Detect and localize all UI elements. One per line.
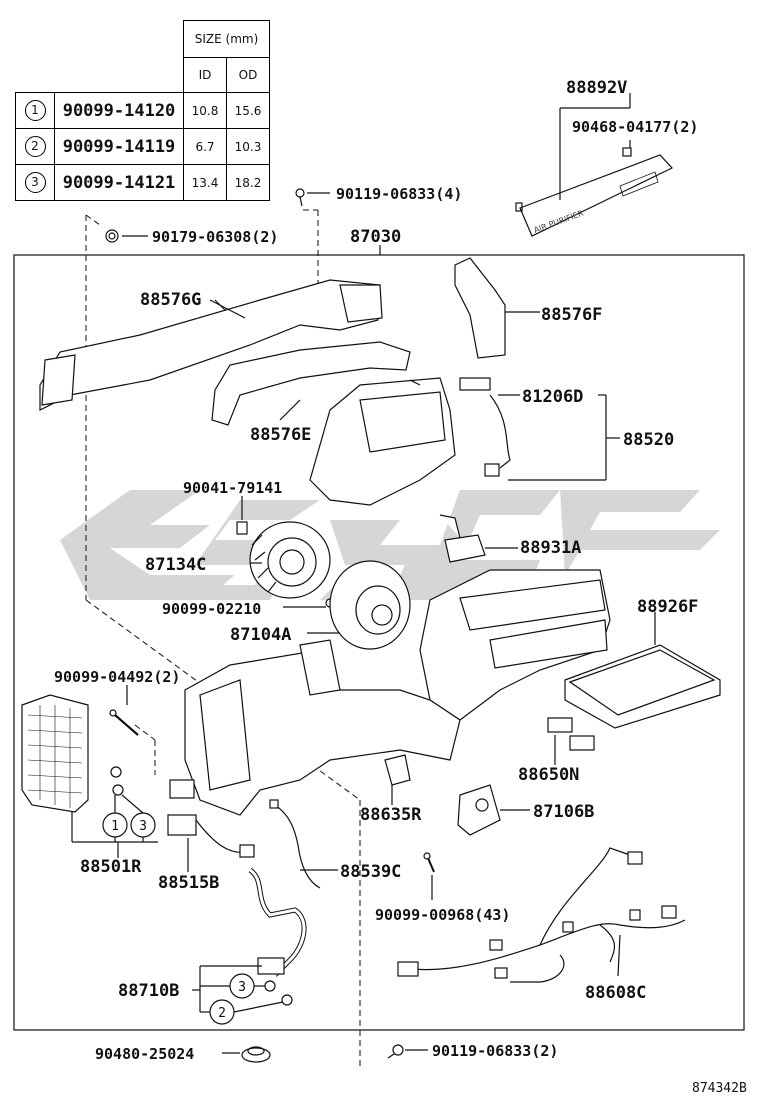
screw-icon xyxy=(109,709,139,736)
label-90041-79141: 90041-79141 xyxy=(183,479,282,497)
label-87030: 87030 xyxy=(350,227,401,247)
id-header: ID xyxy=(183,57,227,93)
label-90179-06308: 90179-06308(2) xyxy=(152,228,278,246)
label-90099-02210: 90099-02210 xyxy=(162,600,261,618)
label-90480-25024: 90480-25024 xyxy=(95,1045,194,1063)
label-88650N: 88650N xyxy=(518,765,579,785)
blower-case xyxy=(419,569,611,721)
id-value: 13.4 xyxy=(183,164,227,201)
mark-badge: 1 xyxy=(24,100,46,121)
label-90099-04492: 90099-04492(2) xyxy=(54,668,180,686)
clip-icon xyxy=(236,521,248,535)
label-88576G: 88576G xyxy=(140,290,201,310)
label-87134C: 87134C xyxy=(145,555,206,575)
label-87106B: 87106B xyxy=(533,802,594,822)
label-88501R: 88501R xyxy=(80,857,142,877)
label-88710B: 88710B xyxy=(118,981,179,1001)
resistor-88931A xyxy=(439,514,486,563)
label-88539C: 88539C xyxy=(340,862,401,882)
duct-88576G xyxy=(39,279,383,411)
mark-badge: 3 xyxy=(24,172,46,193)
mark-badge: 2 xyxy=(24,136,46,157)
label-90468-04177: 90468-04177(2) xyxy=(572,118,698,136)
size-header: SIZE (mm) xyxy=(183,20,270,58)
connector-88650N xyxy=(547,717,595,751)
marker-label-3: 3 xyxy=(139,819,147,834)
marker-label-1: 1 xyxy=(111,819,119,834)
marker-label-3b: 3 xyxy=(238,980,246,995)
sensor-wire-88539C xyxy=(269,799,321,889)
bolt-icon xyxy=(295,188,305,207)
label-88576E: 88576E xyxy=(250,425,311,445)
reference-number: 874342B xyxy=(692,1081,747,1096)
table-row: 3 90099-14121 13.4 18.2 xyxy=(15,164,270,201)
label-90119-06833-top: 90119-06833(4) xyxy=(336,185,462,203)
od-value: 10.3 xyxy=(226,128,270,165)
marker-label-2: 2 xyxy=(218,1006,226,1021)
grommet-icon xyxy=(241,1046,271,1063)
size-table: SIZE (mm) ID OD 1 90099-14120 10.8 15.6 … xyxy=(15,20,270,201)
label-88892V: 88892V xyxy=(566,78,627,98)
label-88926F: 88926F xyxy=(637,597,698,617)
label-90119-06833-bottom: 90119-06833(2) xyxy=(432,1042,558,1060)
label-81206D: 81206D xyxy=(522,387,583,407)
sensor-81206D xyxy=(459,377,511,477)
actuator-88635R xyxy=(384,754,411,786)
od-value: 18.2 xyxy=(226,164,270,201)
motor-87104A xyxy=(329,560,411,650)
label-90099-00968: 90099-00968(43) xyxy=(375,906,510,924)
heater-unit xyxy=(184,639,461,816)
fan-87134C xyxy=(249,521,331,599)
table-row: 1 90099-14120 10.8 15.6 xyxy=(15,92,270,129)
label-88931A: 88931A xyxy=(520,538,581,558)
upper-case-88520 xyxy=(309,377,456,506)
pipe-88710B xyxy=(248,867,307,977)
servo-87106B xyxy=(457,784,501,836)
evaporator-88501R xyxy=(21,694,89,813)
label-88635R: 88635R xyxy=(360,805,422,825)
label-87104A: 87104A xyxy=(230,625,291,645)
bolt-icon xyxy=(387,1044,404,1059)
wire-harness-88608C xyxy=(397,847,686,983)
main-frame xyxy=(13,254,745,1031)
part-number: 90099-14119 xyxy=(54,128,184,165)
table-row: 2 90099-14119 6.7 10.3 xyxy=(15,128,270,165)
part-number: 90099-14121 xyxy=(54,164,184,201)
nut-icon xyxy=(105,229,119,243)
screw-icon xyxy=(423,852,435,873)
duct-88576F xyxy=(454,257,506,359)
id-value: 6.7 xyxy=(183,128,227,165)
duct-88576E xyxy=(211,341,411,426)
filter-88926F xyxy=(564,644,721,729)
label-88515B: 88515B xyxy=(158,873,219,893)
air-purifier-filter: AIR PURIFIER xyxy=(515,147,673,237)
label-88608C: 88608C xyxy=(585,983,646,1003)
label-88520: 88520 xyxy=(623,430,674,450)
od-value: 15.6 xyxy=(226,92,270,129)
expansion-valve-88515B xyxy=(167,779,255,858)
label-88576F: 88576F xyxy=(541,305,602,325)
